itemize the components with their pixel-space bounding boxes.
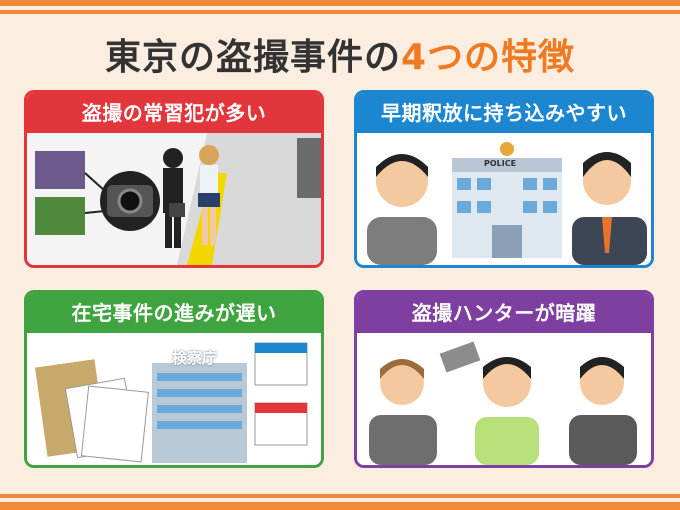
title-accent: 4つの特徴	[400, 37, 576, 78]
card-early-release: 早期釈放に持ち込みやすい POLICE	[354, 90, 654, 268]
extortion-illustration	[357, 333, 651, 465]
prosecutors-office-sign: 検察庁	[172, 349, 218, 367]
card-heading: 盗撮ハンターが暗躍	[357, 293, 651, 333]
card-slow-progress: 在宅事件の進みが遅い 検察庁	[24, 290, 324, 468]
top-stripe-thick	[0, 0, 680, 6]
card-heading: 盗撮の常習犯が多い	[27, 93, 321, 133]
police-station-illustration	[357, 133, 651, 265]
title-main: 東京の盗撮事件の	[104, 37, 401, 78]
card-repeat-offenders: 盗撮の常習犯が多い	[24, 90, 324, 268]
top-stripe-thin	[0, 10, 680, 14]
page-title: 東京の盗撮事件の4つの特徴	[0, 28, 680, 80]
card-heading: 在宅事件の進みが遅い	[27, 293, 321, 333]
card-illustration	[27, 133, 321, 265]
card-illustration: POLICE	[357, 133, 651, 265]
station-voyeurism-illustration	[27, 133, 321, 265]
police-sign: POLICE	[484, 159, 517, 168]
bottom-stripe-thin	[0, 494, 680, 498]
card-illustration	[357, 333, 651, 465]
card-heading: 早期釈放に持ち込みやすい	[357, 93, 651, 133]
card-hunters: 盗撮ハンターが暗躍	[354, 290, 654, 468]
prosecutors-office-illustration	[27, 333, 321, 465]
bottom-stripe-thick	[0, 502, 680, 510]
card-illustration: 検察庁	[27, 333, 321, 465]
